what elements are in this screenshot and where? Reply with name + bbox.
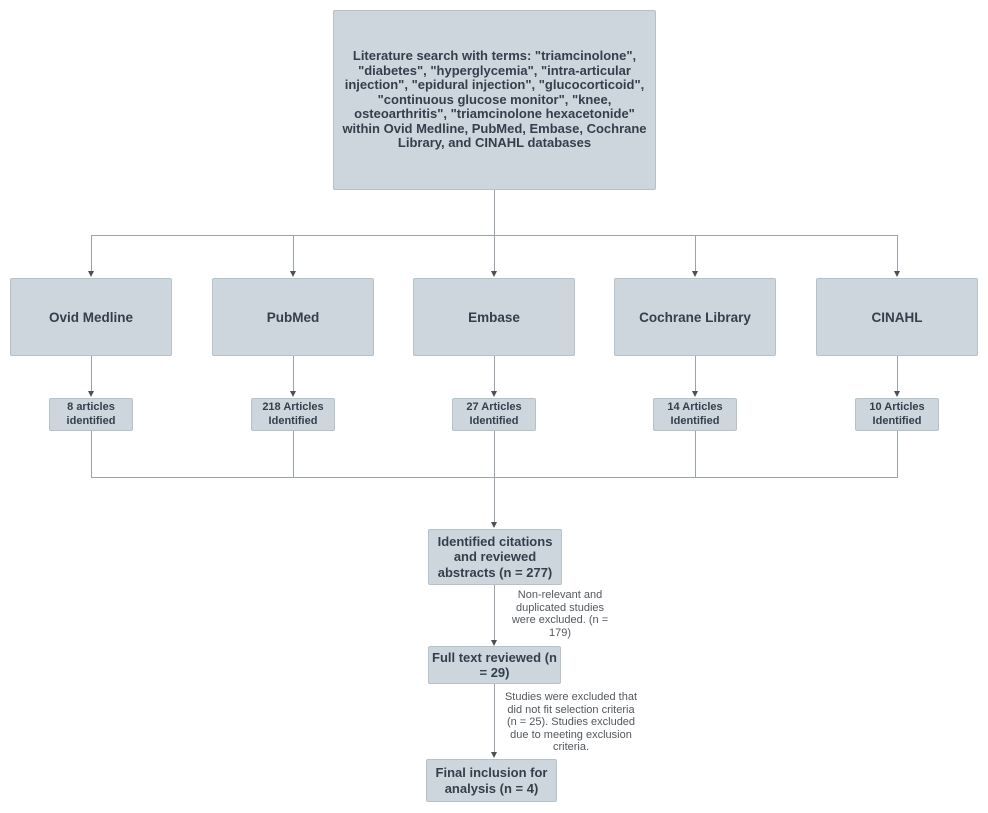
connector-line [91, 431, 92, 477]
search-terms-box: Literature search with terms: "triamcino… [333, 10, 656, 190]
connector-line [293, 236, 294, 271]
connector-line [695, 356, 696, 391]
exclusion-note-duplicates: Non-relevant and duplicated studies were… [511, 589, 609, 639]
arrowhead [491, 640, 497, 646]
connector-line [293, 431, 294, 477]
arrowhead [894, 391, 900, 397]
database-box-cochrane-library: Cochrane Library [614, 278, 776, 356]
arrowhead [491, 391, 497, 397]
connector-line [897, 236, 898, 271]
arrowhead [491, 522, 497, 528]
articles-identified-box-pubmed: 218 Articles Identified [251, 398, 335, 431]
database-box-cinahl: CINAHL [816, 278, 978, 356]
arrowhead [88, 271, 94, 277]
database-box-ovid-medline: Ovid Medline [10, 278, 172, 356]
connector-line [494, 684, 495, 752]
connector-line [695, 431, 696, 477]
connector-line [494, 585, 495, 640]
final-inclusion-box: Final inclusion for analysis (n = 4) [426, 759, 557, 802]
exclusion-note-selection-criteria: Studies were excluded that did not fit s… [504, 691, 638, 753]
full-text-reviewed-box: Full text reviewed (n = 29) [428, 646, 561, 684]
connector-line [494, 478, 495, 522]
articles-identified-box-embase: 27 Articles Identified [452, 398, 536, 431]
arrowhead [88, 391, 94, 397]
connector-line [494, 431, 495, 477]
connector-line [897, 431, 898, 477]
arrowhead [491, 752, 497, 758]
articles-identified-box-cochrane-library: 14 Articles Identified [653, 398, 737, 431]
connector-line [91, 356, 92, 391]
articles-identified-box-ovid-medline: 8 articles identified [49, 398, 133, 431]
connector-line [91, 477, 898, 478]
connector-line [91, 235, 898, 236]
connector-line [494, 190, 495, 235]
arrowhead [290, 391, 296, 397]
articles-identified-box-cinahl: 10 Articles Identified [855, 398, 939, 431]
arrowhead [290, 271, 296, 277]
connector-line [494, 356, 495, 391]
arrowhead [894, 271, 900, 277]
connector-line [695, 236, 696, 271]
database-box-embase: Embase [413, 278, 575, 356]
database-box-pubmed: PubMed [212, 278, 374, 356]
connector-line [293, 356, 294, 391]
arrowhead [692, 271, 698, 277]
connector-line [91, 236, 92, 271]
connector-line [494, 236, 495, 271]
arrowhead [491, 271, 497, 277]
arrowhead [692, 391, 698, 397]
connector-line [897, 356, 898, 391]
citations-reviewed-box: Identified citations and reviewed abstra… [428, 529, 562, 585]
